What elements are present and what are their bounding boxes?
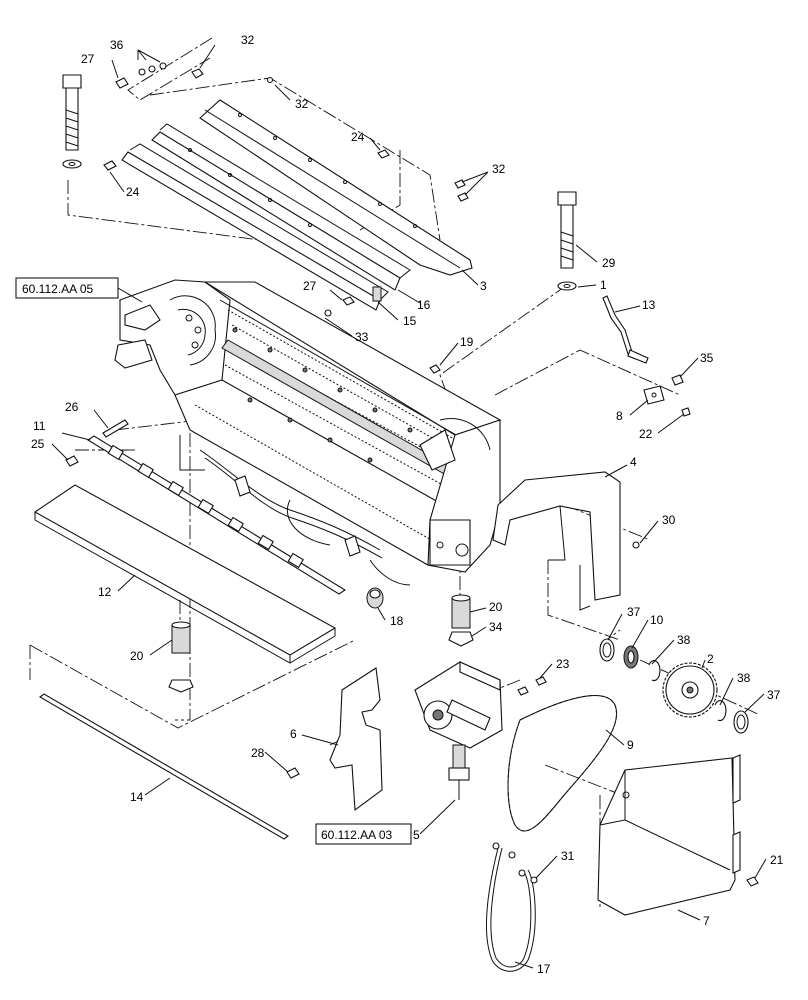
spacers-and-nuts (168, 587, 474, 693)
callout-30: 30 (662, 513, 676, 527)
callout-27: 27 (303, 279, 317, 293)
callout-38: 38 (737, 671, 751, 685)
callout-20: 20 (130, 649, 144, 663)
callout-5: 5 (413, 828, 420, 842)
long-bolt-right (557, 191, 577, 291)
reference-60-112-aa-03[interactable]: 60.112.AA 03 (315, 823, 412, 845)
roller-shaft-11 (65, 419, 347, 595)
drive-assembly-5 (414, 661, 547, 800)
callout-20: 20 (489, 600, 503, 614)
tray-12 (33, 484, 337, 664)
callout-29: 29 (602, 256, 616, 270)
callout-31: 31 (561, 849, 575, 863)
callout-28: 28 (251, 746, 265, 760)
bracket-8 (643, 374, 691, 417)
seal-strip-3 (199, 99, 473, 276)
callout-24: 24 (351, 130, 365, 144)
rod-13 (602, 295, 649, 364)
rod-14 (39, 693, 289, 840)
callout-32: 32 (492, 162, 506, 176)
leader-lines (51, 44, 767, 969)
callout-22: 22 (639, 427, 653, 441)
main-frame (114, 279, 502, 586)
long-bolt-left (62, 74, 82, 169)
callout-2: 2 (707, 652, 714, 666)
callout-36: 36 (110, 38, 124, 52)
callout-12: 12 (98, 585, 112, 599)
callout-14: 14 (130, 790, 144, 804)
reference-60-112-aa-05[interactable]: 60.112.AA 05 (15, 277, 143, 303)
callout-35: 35 (700, 351, 714, 365)
callout-6: 6 (290, 727, 297, 741)
callout-labels: 36 27 32 32 24 24 32 29 1 27 16 3 15 13 … (31, 33, 784, 976)
callout-10: 10 (650, 613, 664, 627)
chain-guard-7 (597, 754, 759, 916)
callout-4: 4 (630, 455, 637, 469)
callout-38: 38 (677, 633, 691, 647)
callout-13: 13 (642, 298, 656, 312)
callout-32: 32 (295, 97, 309, 111)
callout-1: 1 (600, 278, 607, 292)
callout-25: 25 (31, 437, 45, 451)
callout-7: 7 (703, 914, 710, 928)
callout-15: 15 (403, 314, 417, 328)
bungee-17 (485, 842, 538, 972)
reference-label: 60.112.AA 03 (321, 828, 393, 842)
callout-9: 9 (627, 738, 634, 752)
callout-32: 32 (241, 33, 255, 47)
reference-label: 60.112.AA 05 (22, 282, 94, 296)
callout-17: 17 (537, 962, 551, 976)
callout-11: 11 (33, 419, 46, 433)
plate-6 (286, 667, 383, 812)
callout-37: 37 (767, 688, 781, 702)
callout-19: 19 (460, 335, 474, 349)
callout-16: 16 (417, 298, 431, 312)
sprocket-stack (599, 638, 749, 734)
strip-holes (188, 113, 417, 228)
callout-8: 8 (616, 409, 623, 423)
callout-24: 24 (126, 185, 140, 199)
frame-bolts (232, 327, 413, 463)
seal-strip-16 (151, 123, 411, 291)
shield-4 (492, 471, 640, 611)
callout-18: 18 (390, 614, 404, 628)
seal-strip-15 (121, 143, 389, 311)
callout-21: 21 (770, 853, 784, 867)
chain-9 (507, 695, 617, 832)
callout-23: 23 (556, 657, 570, 671)
callout-33: 33 (355, 330, 369, 344)
callout-34: 34 (489, 620, 503, 634)
top-hardware (115, 62, 274, 89)
callout-26: 26 (65, 400, 79, 414)
callout-27: 27 (81, 52, 95, 66)
callout-37: 37 (627, 605, 641, 619)
callout-3: 3 (480, 279, 487, 293)
